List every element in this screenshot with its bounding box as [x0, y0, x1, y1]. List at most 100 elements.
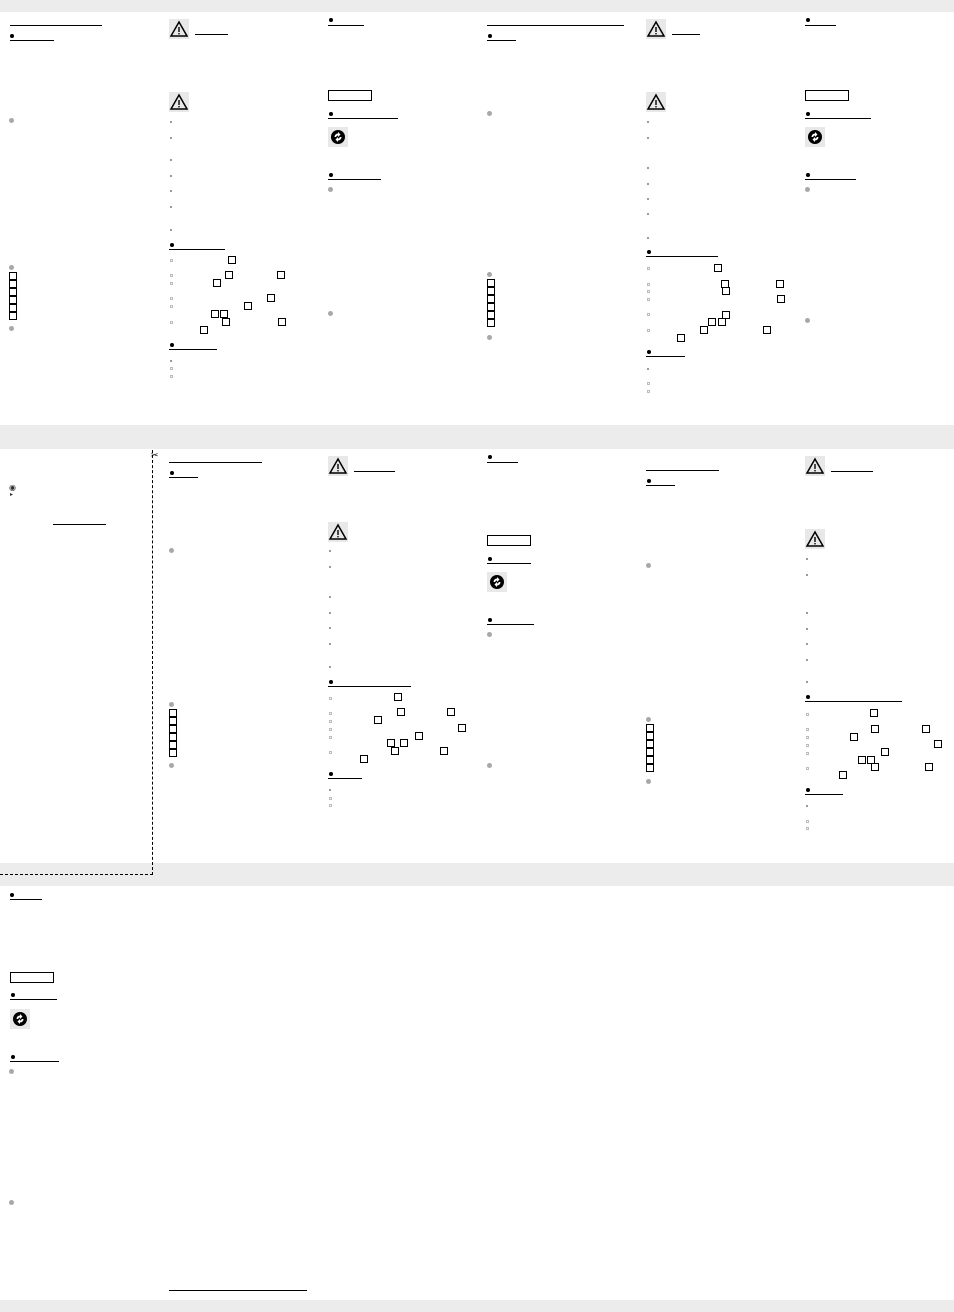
heading-bullet	[11, 1055, 15, 1059]
heading-bullet	[647, 350, 651, 354]
section-rule	[487, 25, 624, 26]
list-marker	[806, 767, 809, 770]
checkbox	[360, 755, 368, 763]
heading-underline	[805, 794, 843, 795]
gray-bullet	[805, 318, 810, 323]
heading-underline	[169, 477, 198, 478]
list-marker	[170, 206, 172, 208]
small-mark-icon: ▸	[10, 492, 14, 498]
warning-triangle-icon	[328, 456, 348, 476]
checkbox	[777, 295, 785, 303]
list-marker	[647, 213, 649, 215]
checkbox	[839, 771, 847, 779]
warning-triangle-icon	[328, 522, 348, 542]
green-dot-recycling-icon	[10, 1009, 30, 1029]
list-marker	[170, 159, 172, 161]
list-marker	[329, 789, 331, 791]
heading-bullet	[488, 34, 492, 38]
boxed-label	[328, 90, 372, 101]
gray-bullet	[487, 632, 492, 637]
list-marker	[329, 804, 332, 807]
list-marker	[170, 367, 173, 370]
list-marker	[647, 290, 650, 293]
heading-bullet	[170, 243, 174, 247]
checkbox	[169, 741, 177, 749]
heading-underline	[805, 179, 856, 180]
heading-underline	[328, 686, 411, 687]
checkbox	[871, 763, 879, 771]
checkbox	[646, 740, 654, 748]
heading-bullet	[170, 471, 174, 475]
heading-bullet	[170, 343, 174, 347]
gray-bullet	[169, 763, 174, 768]
checkbox	[487, 287, 495, 295]
gray-bullet	[487, 111, 492, 116]
gray-bullet	[646, 563, 651, 568]
list-marker	[647, 121, 649, 123]
list-marker	[806, 659, 808, 661]
checkbox	[222, 318, 230, 326]
checkbox	[922, 725, 930, 733]
list-marker	[329, 712, 332, 715]
checkbox	[458, 724, 466, 732]
list-marker	[170, 360, 172, 362]
checkbox	[925, 763, 933, 771]
list-marker	[170, 297, 173, 300]
heading-underline	[646, 256, 718, 257]
list-marker	[170, 229, 172, 231]
checkbox	[387, 739, 395, 747]
heading-bullet	[806, 695, 810, 699]
heading-underline	[169, 349, 217, 350]
heading-bullet	[647, 479, 651, 483]
list-marker	[806, 574, 808, 576]
list-marker	[170, 137, 172, 139]
heading-bullet	[329, 772, 333, 776]
section-rule	[646, 470, 719, 471]
list-marker	[647, 329, 650, 332]
list-marker	[329, 596, 331, 598]
heading-underline	[10, 1061, 59, 1062]
checkbox	[169, 749, 177, 757]
heading-underline	[831, 471, 873, 472]
gray-bullet	[646, 779, 651, 784]
checkbox	[278, 318, 286, 326]
heading-bullet	[10, 34, 14, 38]
checkbox	[858, 756, 866, 764]
warning-triangle-icon	[646, 19, 666, 39]
list-marker	[170, 375, 173, 378]
checkbox	[763, 326, 771, 334]
list-marker	[806, 628, 808, 630]
checkbox	[700, 326, 708, 334]
list-marker	[806, 805, 808, 807]
checkbox	[722, 287, 730, 295]
list-marker	[170, 274, 173, 277]
heading-underline	[672, 34, 700, 35]
list-marker	[329, 627, 331, 629]
checkbox	[718, 318, 726, 326]
top-band	[0, 0, 954, 12]
checkbox	[776, 280, 784, 288]
heading-underline	[10, 40, 54, 41]
checkbox	[211, 310, 219, 318]
heading-underline	[10, 899, 42, 900]
bottom-band	[0, 1300, 954, 1312]
checkbox	[400, 739, 408, 747]
heading-underline	[10, 999, 57, 1000]
checkbox	[169, 725, 177, 733]
checkbox	[646, 756, 654, 764]
list-marker	[647, 137, 649, 139]
green-dot-recycling-icon	[328, 127, 348, 147]
heading-underline	[805, 25, 836, 26]
heading-underline	[328, 778, 362, 779]
checkbox	[850, 733, 858, 741]
checkbox	[487, 295, 495, 303]
list-marker	[806, 643, 808, 645]
heading-underline	[169, 249, 225, 250]
heading-bullet	[329, 680, 333, 684]
checkbox	[213, 279, 221, 287]
heading-underline	[328, 25, 364, 26]
heading-underline	[328, 179, 381, 180]
list-marker	[329, 550, 331, 552]
section-rule	[10, 25, 102, 26]
warning-triangle-icon	[805, 456, 825, 476]
